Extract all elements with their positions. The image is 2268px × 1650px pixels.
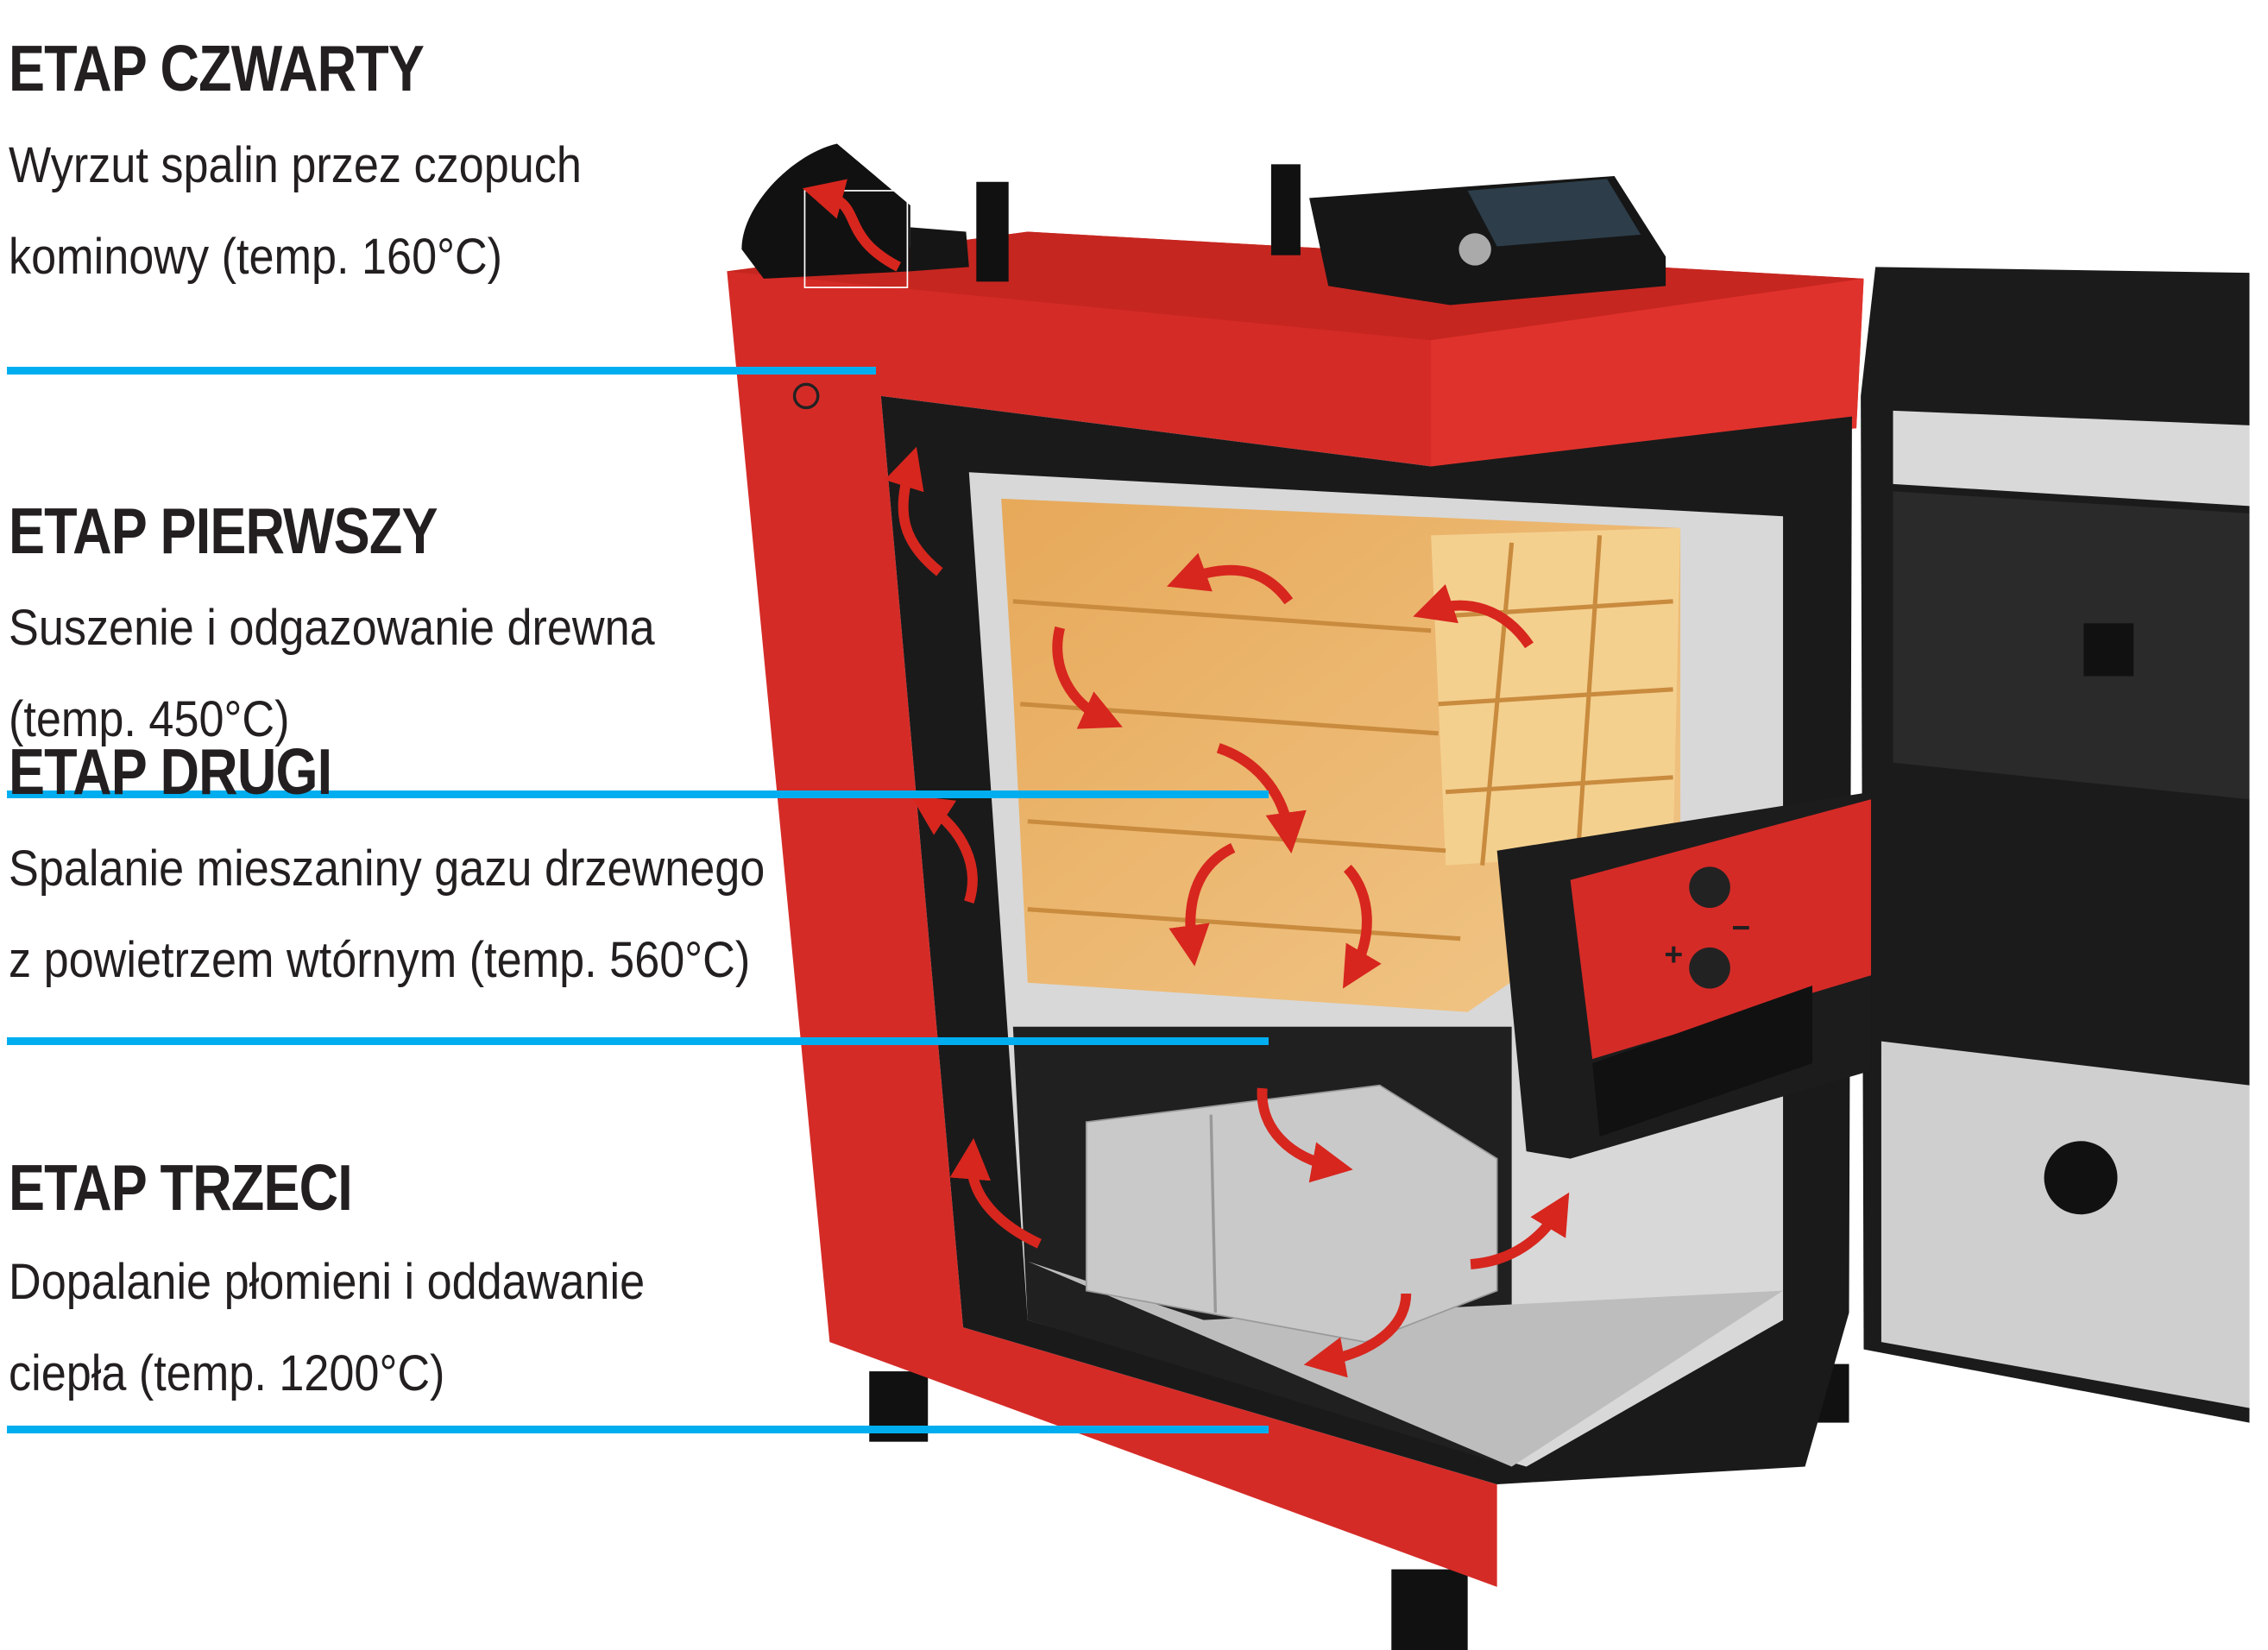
stage-divider [7, 790, 1269, 798]
firebricks [1085, 1084, 1498, 1343]
stage-divider [7, 1426, 1269, 1433]
stage-description: z powietrzem wtórnym (temp. 560°C) [9, 932, 751, 988]
stage-divider [7, 1037, 1269, 1045]
stage-divider [7, 367, 876, 375]
stage-description: kominowy (temp. 160°C) [9, 229, 503, 285]
loading-door: + − [1496, 791, 1872, 1159]
stage-description: Spalanie mieszaniny gazu drzewnego [9, 841, 765, 897]
stage-heading: ETAP CZWARTY [9, 32, 425, 104]
stage-description: ciepła (temp. 1200°C) [9, 1345, 445, 1401]
stage-description: Wyrzut spalin przez czopuch [9, 137, 582, 193]
stage-heading: ETAP PIERWSZY [9, 494, 438, 567]
increase-sign: + [1664, 935, 1683, 972]
stage-description: Dopalanie płomieni i oddawanie [9, 1254, 646, 1310]
controller-panel [1309, 175, 1666, 305]
stage-heading: ETAP TRZECI [9, 1151, 353, 1224]
stage-description: Suszenie i odgazowanie drewna [9, 600, 655, 656]
stage-description: (temp. 450°C) [9, 691, 290, 747]
airflow-arrows [802, 179, 1570, 1378]
stage-heading: ETAP DRUGI [9, 735, 332, 808]
pipe-stub [1270, 164, 1301, 255]
pipe-stub [976, 181, 1009, 282]
open-door [1861, 267, 2250, 1423]
decrease-sign: − [1732, 910, 1751, 946]
